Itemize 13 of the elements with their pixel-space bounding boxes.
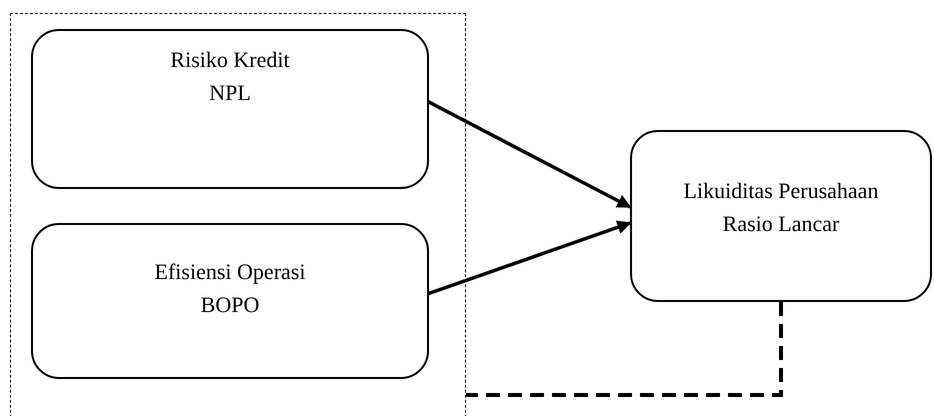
node-subtitle: NPL bbox=[209, 79, 251, 107]
node-title: Risiko Kredit bbox=[170, 46, 290, 74]
arrow bbox=[427, 100, 632, 209]
node-title: Likuiditas Perusahaan bbox=[684, 177, 878, 205]
arrow bbox=[427, 220, 632, 296]
rounded-box bbox=[31, 29, 429, 189]
rounded-box bbox=[31, 223, 429, 379]
node-subtitle: BOPO bbox=[200, 291, 260, 319]
dashed-connector bbox=[466, 302, 783, 397]
rounded-box bbox=[630, 130, 932, 302]
node-title: Efisiensi Operasi bbox=[154, 258, 306, 286]
dashed-group-box bbox=[10, 13, 466, 416]
node-subtitle: Rasio Lancar bbox=[722, 210, 840, 238]
